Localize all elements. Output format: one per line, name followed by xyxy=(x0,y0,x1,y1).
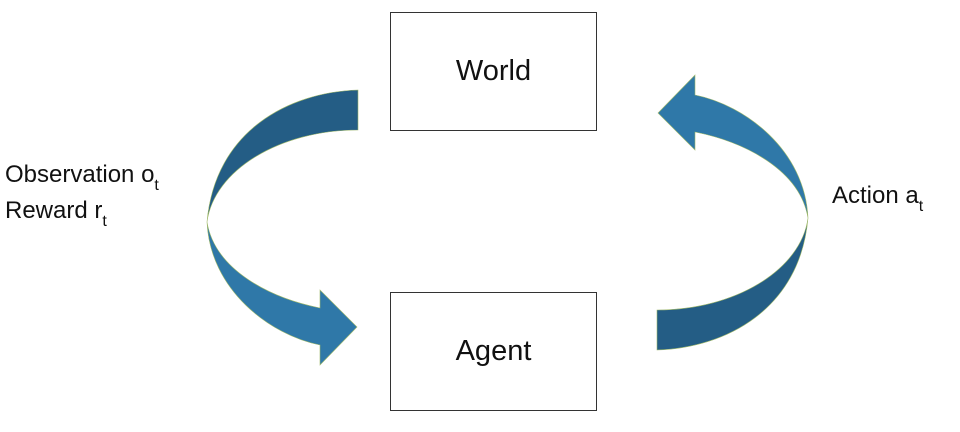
agent-box: Agent xyxy=(390,292,597,411)
arrow-agent-to-world xyxy=(656,74,809,351)
action-label: Action at xyxy=(832,182,924,215)
arrow-world-to-agent xyxy=(206,89,359,366)
world-box: World xyxy=(390,12,597,131)
agent-label: Agent xyxy=(455,335,532,367)
observation-label: Observation ot xyxy=(5,161,159,194)
world-label: World xyxy=(455,55,532,87)
reward-label: Reward rt xyxy=(5,197,107,230)
